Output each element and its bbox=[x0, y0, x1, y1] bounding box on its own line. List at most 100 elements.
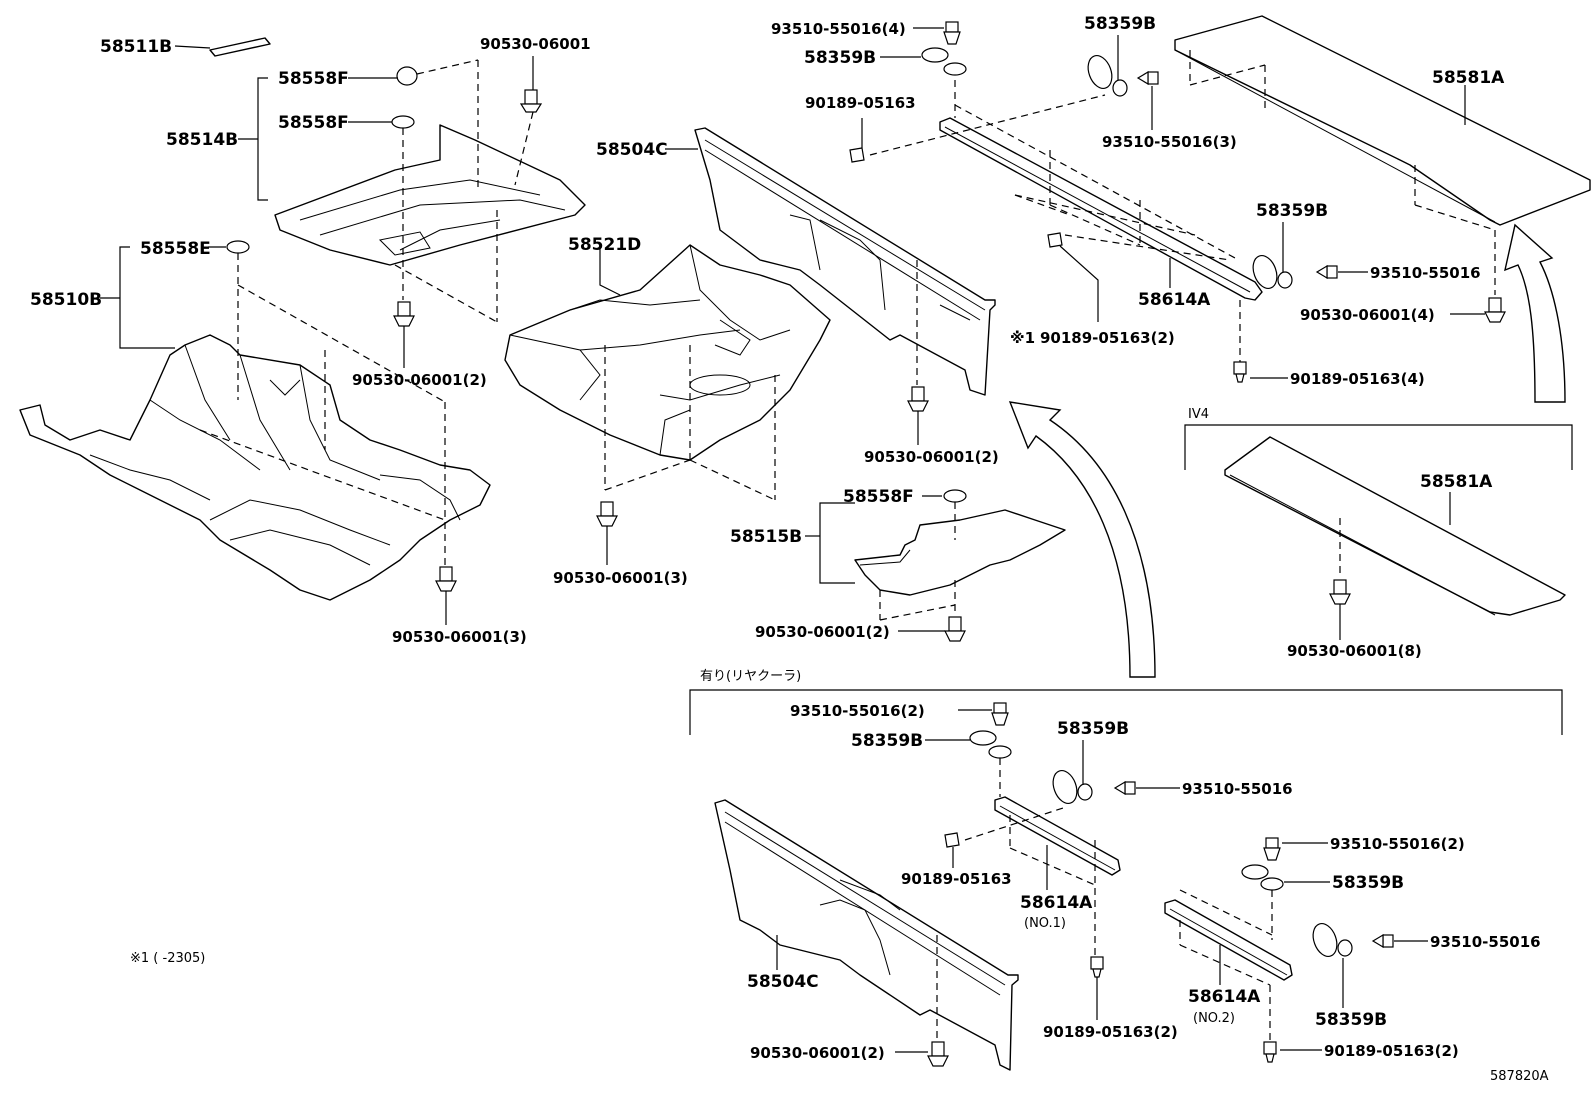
label-90530-8[interactable]: 90530-06001(8) bbox=[1287, 642, 1422, 660]
part-58504C-upper[interactable] bbox=[694, 127, 996, 396]
label-90189-2-mid[interactable]: 90189-05163(2) bbox=[1043, 1023, 1178, 1041]
label-no2[interactable]: (NO.2) bbox=[1193, 1011, 1235, 1026]
label-90530-2-bottom[interactable]: 90530-06001(2) bbox=[750, 1044, 885, 1062]
label-58581A-lower[interactable]: 58581A bbox=[1420, 472, 1493, 492]
clip-58558E[interactable] bbox=[226, 240, 250, 254]
footnote-note1: ※1 ( -2305) bbox=[130, 951, 205, 966]
label-58359B-e[interactable]: 58359B bbox=[1057, 719, 1129, 739]
part-58514B[interactable] bbox=[274, 124, 586, 266]
fastener-90530-3-left[interactable] bbox=[435, 566, 457, 592]
clip-90189-2-mid[interactable] bbox=[1090, 956, 1104, 978]
label-iv4[interactable]: IV4 bbox=[1188, 407, 1209, 422]
direction-arrow-right bbox=[1504, 223, 1566, 403]
part-58614A-no1[interactable] bbox=[994, 796, 1121, 876]
fastener-90530-2-center[interactable] bbox=[907, 386, 929, 412]
clip-90189-mid[interactable] bbox=[944, 832, 960, 848]
label-58558E[interactable]: 58558E bbox=[140, 239, 211, 259]
part-58504C-lower[interactable] bbox=[714, 799, 1019, 1071]
label-93510-4[interactable]: 93510-55016(4) bbox=[771, 20, 906, 38]
clip-90189-2-upper[interactable] bbox=[1047, 232, 1063, 248]
label-93510-3[interactable]: 93510-55016(3) bbox=[1102, 133, 1237, 151]
fastener-90530-4[interactable] bbox=[1484, 297, 1506, 323]
label-90530-2-left[interactable]: 90530-06001(2) bbox=[352, 371, 487, 389]
label-90189-mid[interactable]: 90189-05163 bbox=[901, 870, 1012, 888]
screw-93510-right[interactable] bbox=[1315, 264, 1338, 280]
label-93510-2-b[interactable]: 93510-55016(2) bbox=[1330, 835, 1465, 853]
screw-93510-3[interactable] bbox=[1136, 70, 1159, 86]
screw-93510-c[interactable] bbox=[1371, 933, 1394, 949]
label-58614A-no1[interactable]: 58614A bbox=[1020, 893, 1093, 913]
label-58504C-upper[interactable]: 58504C bbox=[596, 140, 668, 160]
label-90530-3-left[interactable]: 90530-06001(3) bbox=[392, 628, 527, 646]
part-58581A-upper[interactable] bbox=[1174, 15, 1591, 226]
cap-58359B-c[interactable] bbox=[1249, 252, 1293, 291]
label-58359B-g[interactable]: 58359B bbox=[1315, 1010, 1387, 1030]
label-58359B-f[interactable]: 58359B bbox=[1332, 873, 1404, 893]
label-58521D[interactable]: 58521D bbox=[568, 235, 641, 255]
clip-90189-2-bottom[interactable] bbox=[1263, 1041, 1277, 1063]
clip-58558F-mid[interactable] bbox=[391, 115, 415, 129]
fastener-93510-2-b[interactable] bbox=[1263, 837, 1281, 861]
label-90530-4[interactable]: 90530-06001(4) bbox=[1300, 306, 1435, 324]
label-58558F-top[interactable]: 58558F bbox=[278, 69, 349, 89]
part-58581A-lower[interactable] bbox=[1224, 436, 1566, 616]
label-90189-2-upper[interactable]: 90189-05163(2) bbox=[1040, 329, 1175, 347]
cap-58359B-g[interactable] bbox=[1309, 920, 1353, 959]
fastener-90530-top[interactable] bbox=[519, 89, 543, 113]
clip-58558F-top[interactable] bbox=[396, 66, 418, 86]
label-90189-2-bottom[interactable]: 90189-05163(2) bbox=[1324, 1042, 1459, 1060]
fastener-93510-4[interactable] bbox=[943, 21, 961, 45]
label-90530-3-center[interactable]: 90530-06001(3) bbox=[553, 569, 688, 587]
label-58614A-upper[interactable]: 58614A bbox=[1138, 290, 1211, 310]
clip-58558F-lower[interactable] bbox=[943, 489, 967, 503]
part-58614A-no2[interactable] bbox=[1164, 899, 1293, 981]
cap-58359B-e[interactable] bbox=[1049, 767, 1093, 806]
fastener-90530-8[interactable] bbox=[1329, 579, 1351, 605]
label-58510B[interactable]: 58510B bbox=[30, 290, 102, 310]
clip-90189-top[interactable] bbox=[849, 147, 865, 163]
label-90189-4[interactable]: 90189-05163(4) bbox=[1290, 370, 1425, 388]
label-90530-2-lower[interactable]: 90530-06001(2) bbox=[755, 623, 890, 641]
label-93510-right[interactable]: 93510-55016 bbox=[1370, 264, 1481, 282]
fastener-90530-2-left[interactable] bbox=[393, 301, 415, 327]
label-58558F-mid[interactable]: 58558F bbox=[278, 113, 349, 133]
label-no1[interactable]: (NO.1) bbox=[1024, 916, 1066, 931]
label-90189-top[interactable]: 90189-05163 bbox=[805, 94, 916, 112]
label-note1[interactable]: ※1 bbox=[1010, 329, 1035, 347]
label-93510-2-a[interactable]: 93510-55016(2) bbox=[790, 702, 925, 720]
label-90530-top[interactable]: 90530-06001 bbox=[480, 35, 591, 53]
label-58511B[interactable]: 58511B bbox=[100, 37, 172, 57]
label-58614A-no2[interactable]: 58614A bbox=[1188, 987, 1261, 1007]
clip-90189-4[interactable] bbox=[1233, 361, 1247, 383]
label-90530-2-center[interactable]: 90530-06001(2) bbox=[864, 448, 999, 466]
label-58581A-upper[interactable]: 58581A bbox=[1432, 68, 1505, 88]
cap-58359B-d[interactable] bbox=[969, 730, 1012, 759]
screw-93510-b[interactable] bbox=[1113, 780, 1136, 796]
cap-58359B-b[interactable] bbox=[1084, 52, 1128, 97]
label-58359B-d[interactable]: 58359B bbox=[851, 731, 923, 751]
fastener-90530-3-center[interactable] bbox=[596, 501, 618, 527]
part-58521D[interactable] bbox=[504, 244, 831, 461]
cap-58359B-f[interactable] bbox=[1241, 864, 1284, 891]
cap-58359B-a[interactable] bbox=[921, 47, 967, 76]
label-58359B-b[interactable]: 58359B bbox=[1084, 14, 1156, 34]
diagram-code: 587820A bbox=[1490, 1069, 1549, 1084]
label-58504C-lower[interactable]: 58504C bbox=[747, 972, 819, 992]
label-58558F-lower[interactable]: 58558F bbox=[843, 487, 914, 507]
fastener-90530-2-lower[interactable] bbox=[944, 616, 966, 642]
label-58514B[interactable]: 58514B bbox=[166, 130, 238, 150]
label-58359B-c[interactable]: 58359B bbox=[1256, 201, 1328, 221]
label-rear-cooler[interactable]: 有り(リヤクーラ) bbox=[700, 669, 801, 684]
label-93510-b[interactable]: 93510-55016 bbox=[1182, 780, 1293, 798]
label-58515B[interactable]: 58515B bbox=[730, 527, 802, 547]
part-58614A-upper[interactable] bbox=[939, 117, 1263, 301]
direction-arrow-center bbox=[1008, 401, 1156, 678]
part-58515B[interactable] bbox=[854, 509, 1066, 596]
label-58359B-a[interactable]: 58359B bbox=[804, 48, 876, 68]
fastener-90530-2-bottom[interactable] bbox=[927, 1041, 949, 1067]
fastener-93510-2-a[interactable] bbox=[991, 702, 1009, 726]
label-93510-c[interactable]: 93510-55016 bbox=[1430, 933, 1541, 951]
part-58511B[interactable] bbox=[209, 37, 271, 57]
